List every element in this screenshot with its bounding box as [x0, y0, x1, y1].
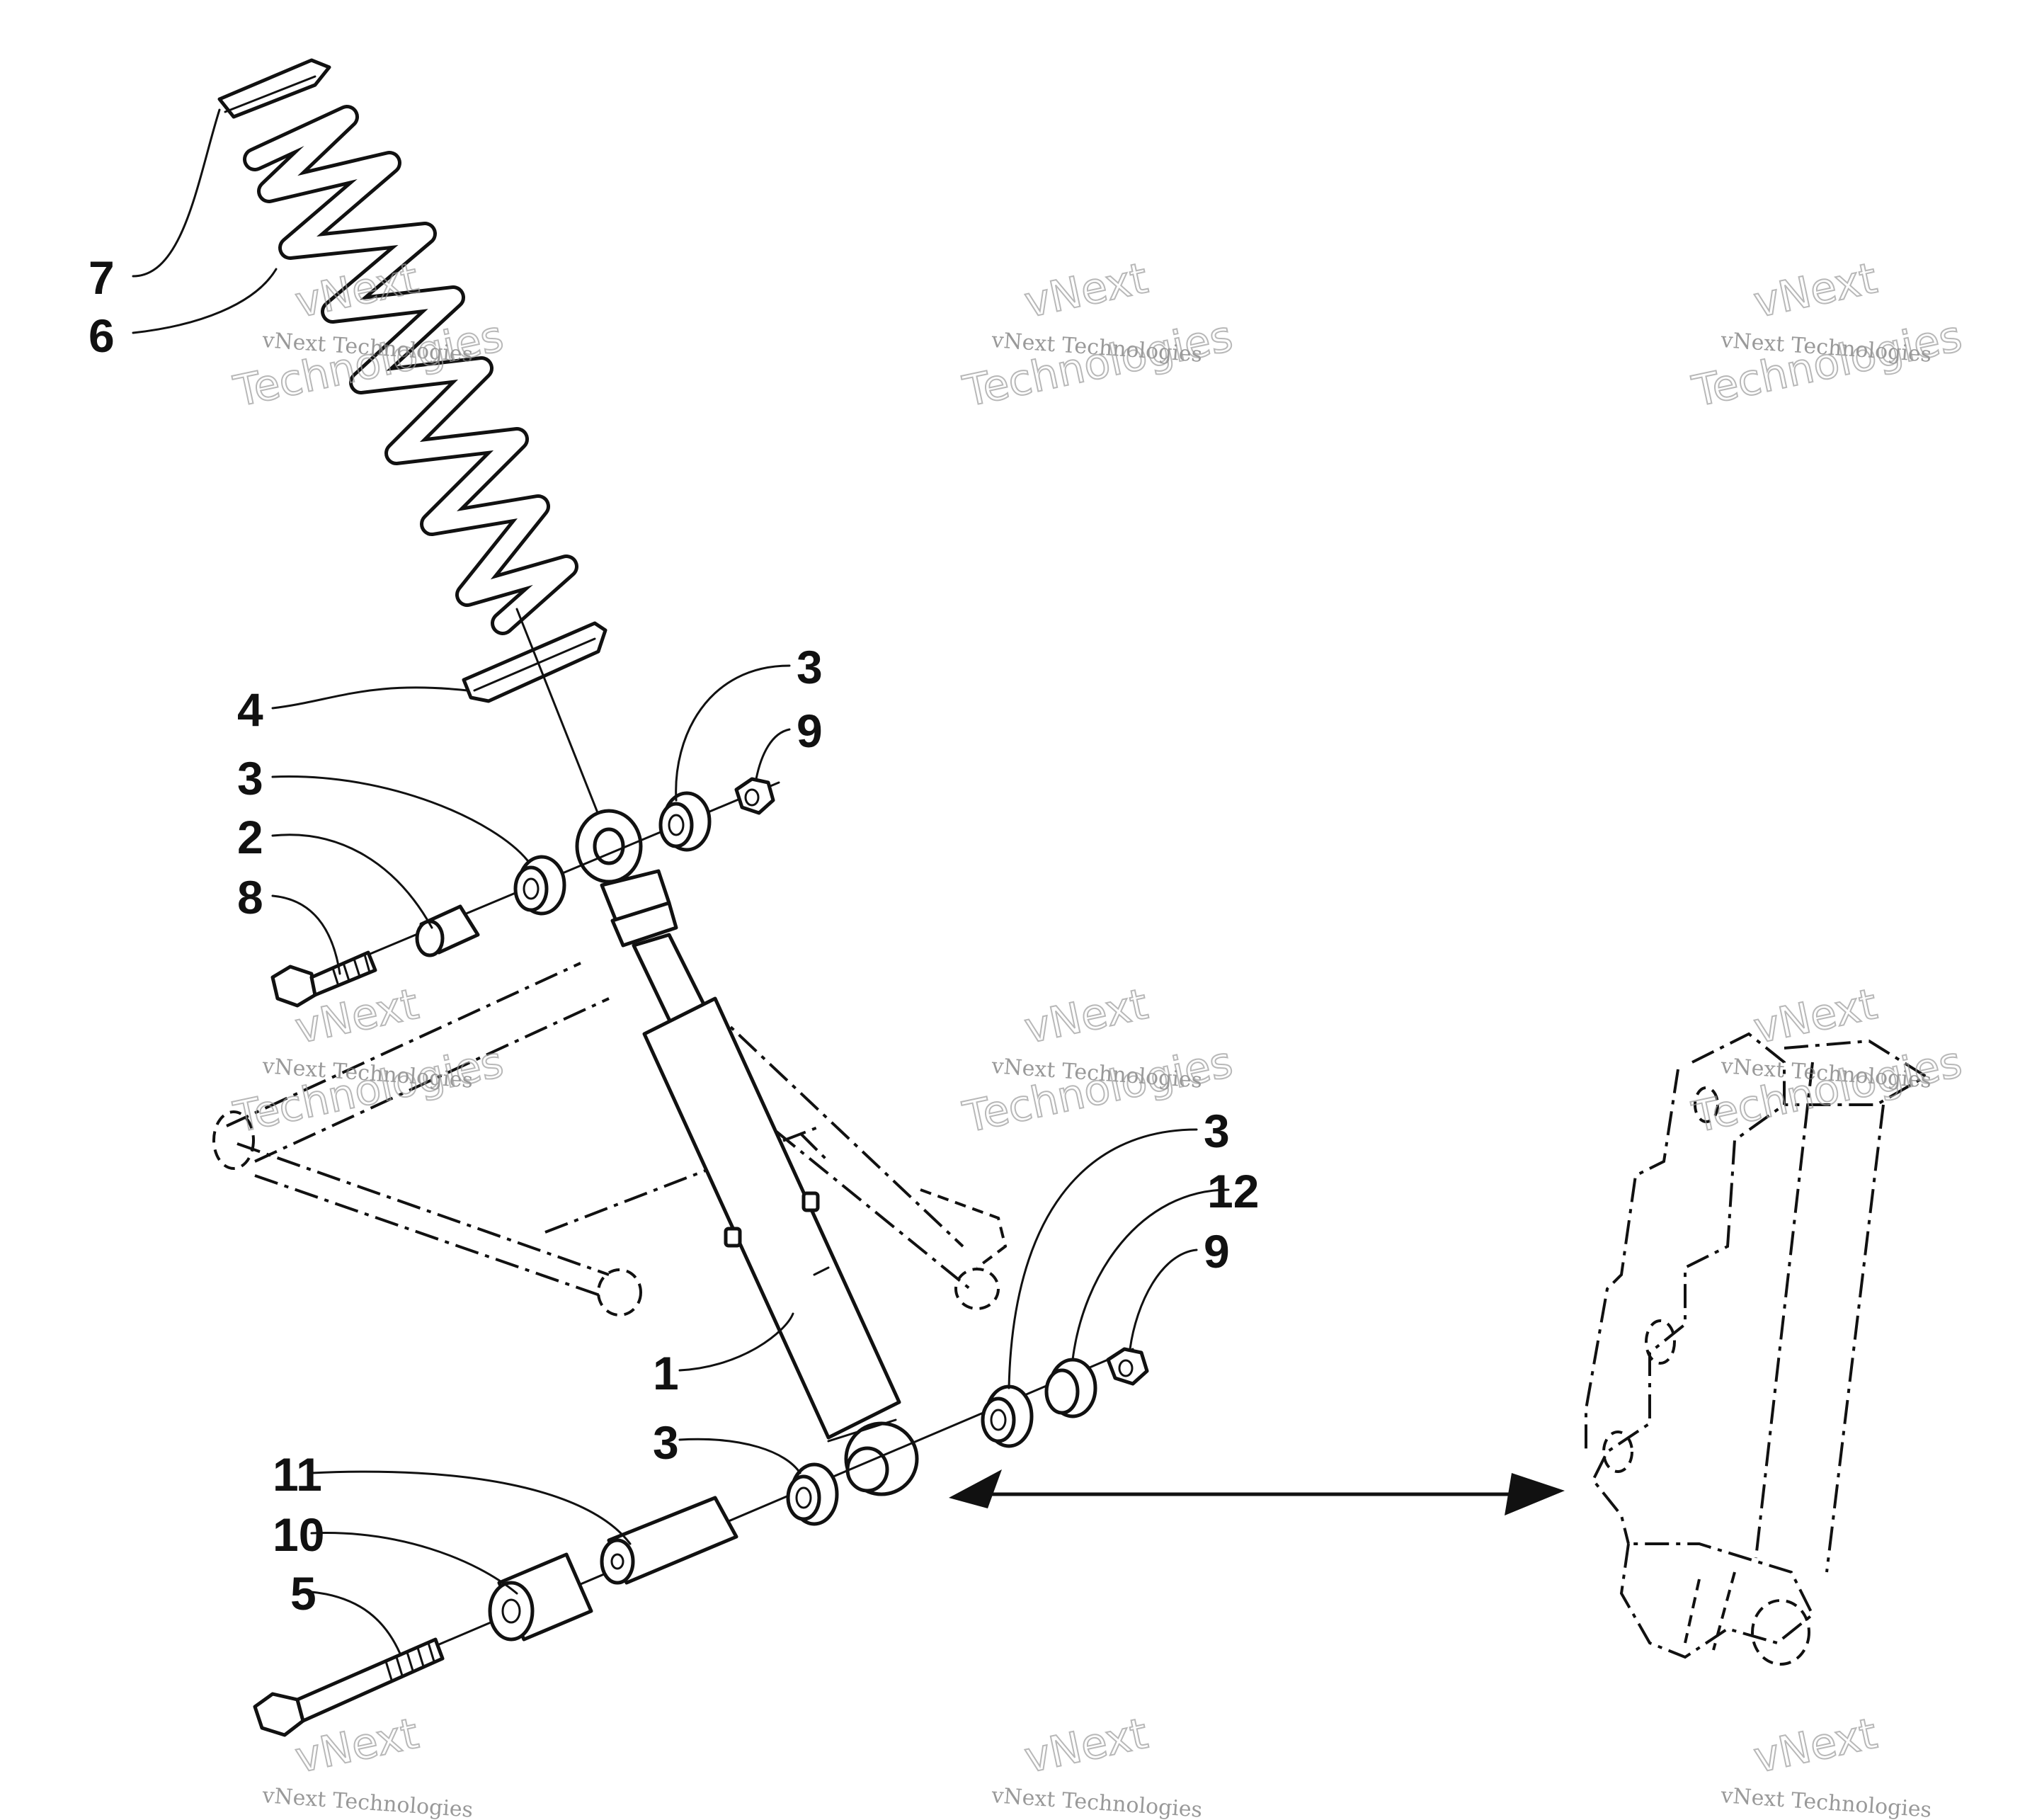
watermark: vNext vNext Technologies Technologies — [958, 253, 1238, 418]
lower-spacer — [600, 1496, 738, 1585]
svg-text:vNext: vNext — [1750, 254, 1881, 328]
svg-text:vNext Technologies: vNext Technologies — [1719, 1783, 1932, 1820]
lower-spring-seat — [462, 621, 607, 703]
watermark: vNext vNext Technologies Technologies — [1687, 979, 1967, 1144]
callout-8: 8 — [237, 871, 263, 923]
svg-text:vNext Technologies: vNext Technologies — [261, 1783, 474, 1820]
svg-text:vNext: vNext — [1020, 1709, 1152, 1783]
watermark: vNext vNext Technologies Technologies — [958, 979, 1238, 1144]
callout-5: 5 — [290, 1567, 316, 1620]
callout-4: 4 — [237, 683, 263, 736]
upper-nut — [734, 777, 775, 815]
coil-spring — [243, 105, 578, 635]
callout-2: 2 — [237, 811, 263, 863]
svg-text:Technologies: Technologies — [229, 1037, 508, 1143]
callout-7: 7 — [89, 251, 115, 304]
svg-text:vNext Technologies: vNext Technologies — [990, 1783, 1203, 1820]
svg-text:Technologies: Technologies — [229, 312, 508, 417]
callout-11: 11 — [273, 1448, 322, 1501]
upper-spacer — [415, 904, 480, 957]
location-arrow — [949, 1469, 1565, 1515]
leader-lines — [132, 108, 1230, 1655]
phantom-spindle — [1585, 1032, 1929, 1666]
svg-text:Technologies: Technologies — [1688, 312, 1966, 417]
watermarks: vNext vNext Technologies Technologies vN… — [229, 253, 1967, 1820]
lower-right-bushing — [981, 1384, 1034, 1448]
svg-text:Technologies: Technologies — [959, 312, 1237, 417]
lower-washer — [1044, 1358, 1097, 1418]
upper-right-bushing — [658, 791, 712, 852]
callout-6: 6 — [89, 309, 115, 362]
callout-9: 9 — [1204, 1225, 1230, 1278]
watermark: vNext vNext Technologies Technologies — [1687, 253, 1967, 418]
callout-9: 9 — [797, 705, 823, 757]
callout-12: 12 — [1207, 1165, 1259, 1217]
assembly-centerline-top — [515, 608, 600, 816]
shock-absorber — [575, 809, 919, 1496]
watermark: vNext vNext Technologies — [1719, 1708, 1932, 1820]
callout-3: 3 — [237, 752, 263, 804]
svg-text:Technologies: Technologies — [1688, 1037, 1966, 1143]
lower-bolt — [253, 1637, 445, 1737]
watermark: vNext vNext Technologies Technologies — [229, 979, 508, 1144]
svg-text:vNext: vNext — [1020, 254, 1152, 328]
upper-left-bushing — [513, 855, 566, 916]
svg-text:vNext: vNext — [291, 1709, 423, 1783]
callout-3: 3 — [1204, 1105, 1230, 1157]
callout-3: 3 — [797, 641, 823, 693]
lower-nut — [1106, 1347, 1149, 1386]
phantom-a-arm — [212, 962, 1008, 1316]
callout-3: 3 — [653, 1416, 679, 1469]
lower-left-bushing — [786, 1462, 839, 1526]
callout-1: 1 — [653, 1347, 679, 1399]
upper-bolt — [270, 950, 377, 1008]
callout-10: 10 — [273, 1508, 324, 1561]
watermark: vNext vNext Technologies — [990, 1708, 1203, 1820]
svg-text:vNext: vNext — [1750, 1709, 1881, 1783]
upper-spring-seat — [217, 58, 331, 119]
svg-text:vNext: vNext — [1020, 979, 1152, 1054]
lower-sleeve — [488, 1552, 593, 1642]
svg-text:Technologies: Technologies — [959, 1037, 1237, 1143]
callout-labels: 7 6 4 3 2 8 3 9 3 12 9 1 3 11 10 5 — [89, 251, 1259, 1620]
